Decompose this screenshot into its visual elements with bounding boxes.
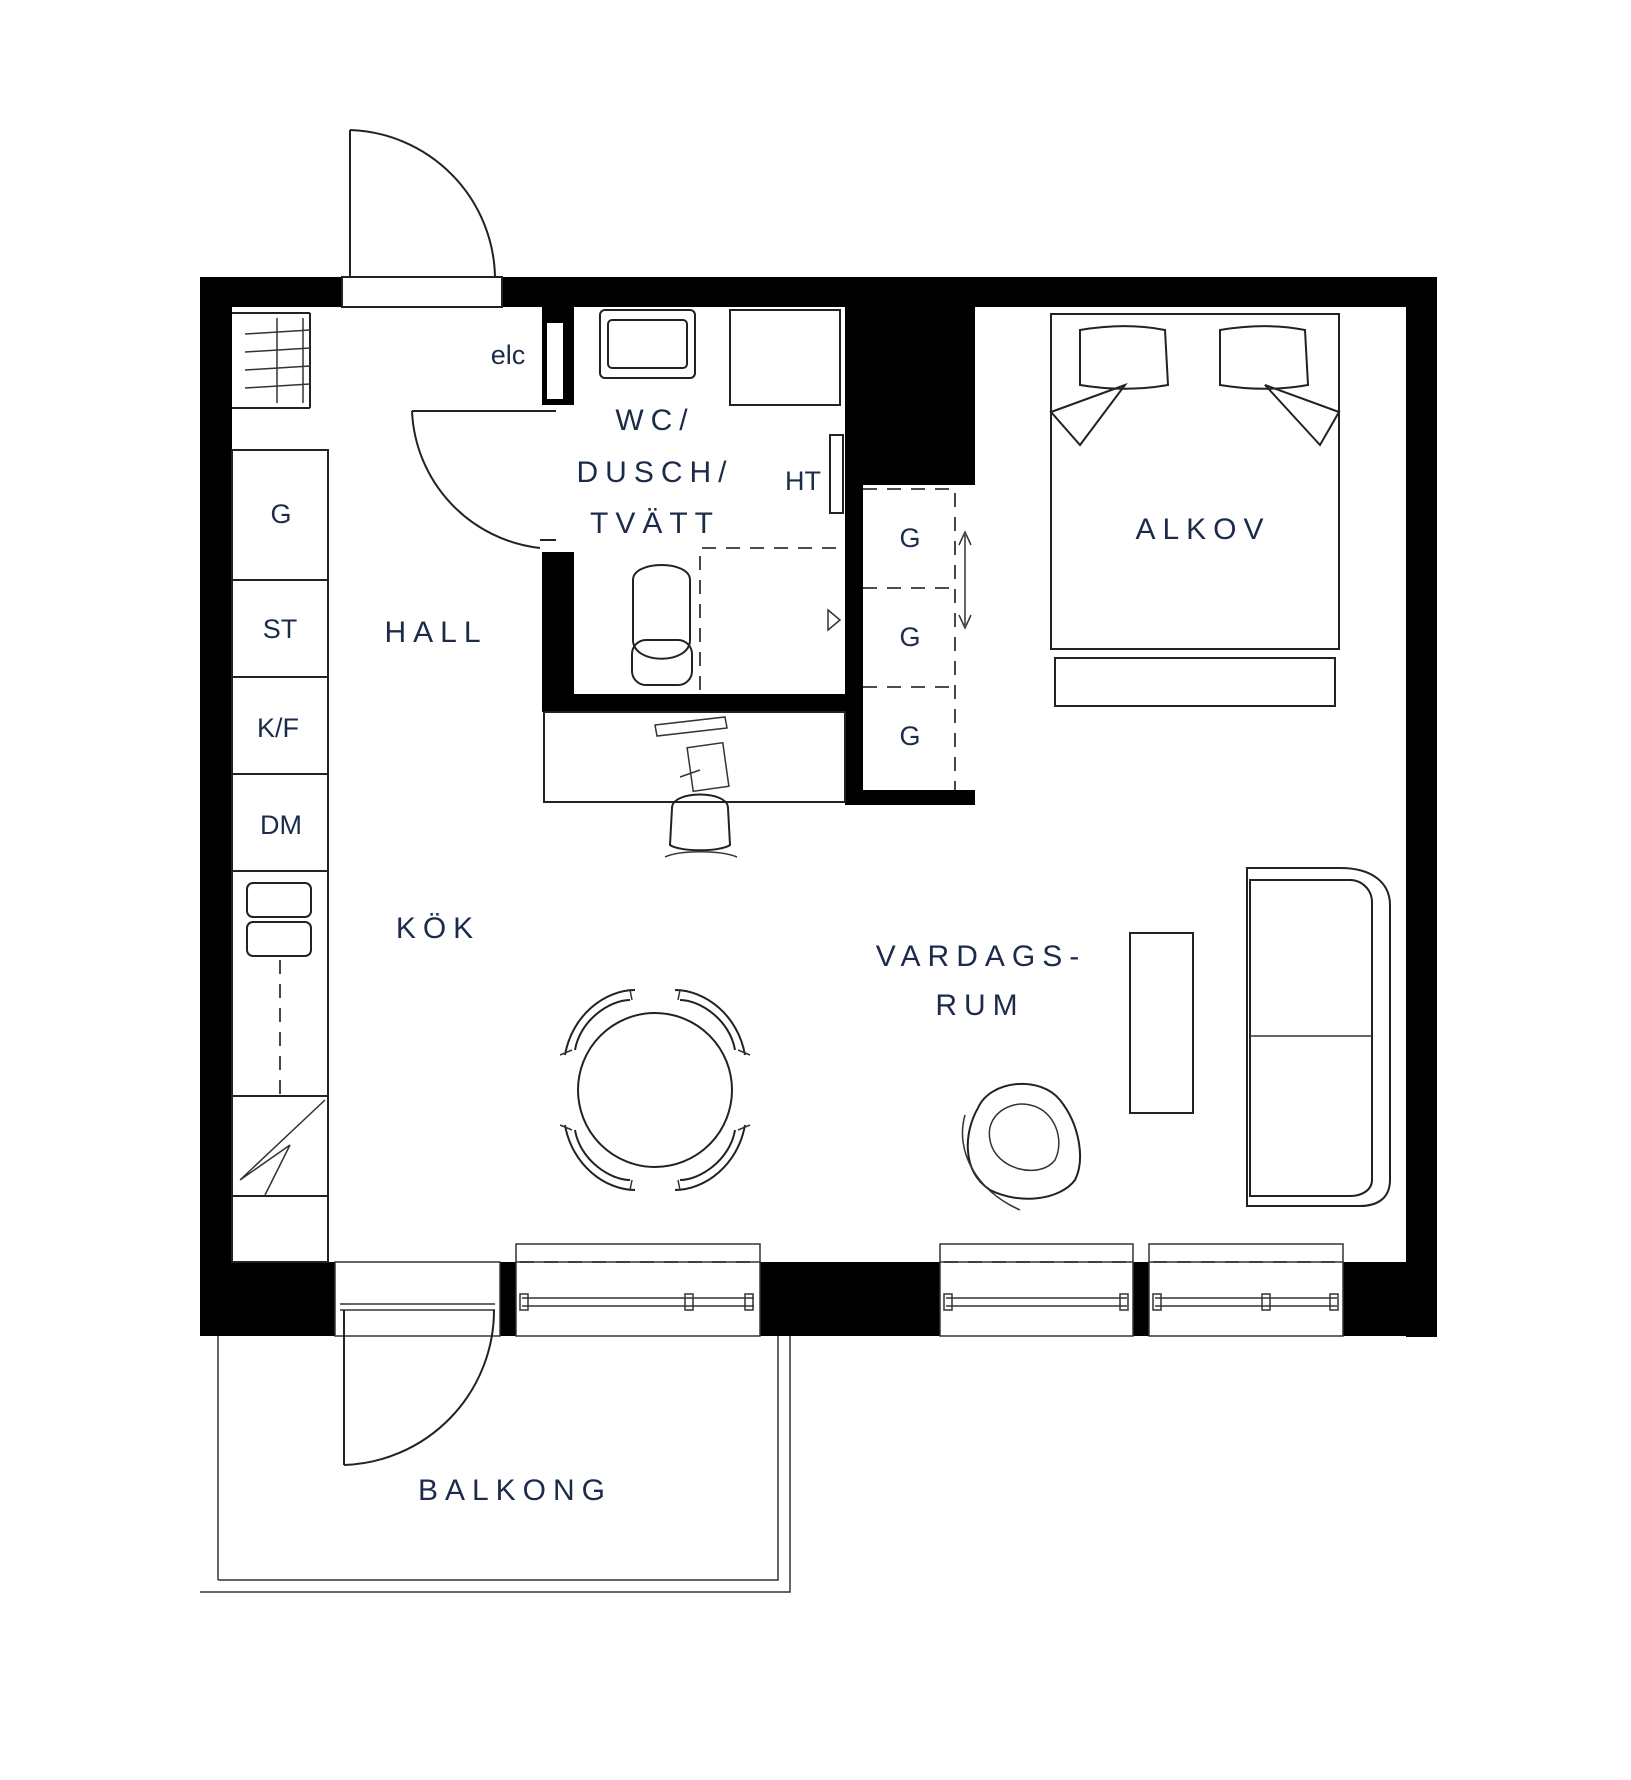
bathroom-door-icon bbox=[411, 410, 556, 549]
room-labels: HALL KÖK WC/ DUSCH/ TVÄTT ALKOV VARDAGS-… bbox=[384, 404, 1270, 1507]
window-icon bbox=[1148, 1243, 1344, 1337]
label-wardrobe-3: G bbox=[899, 721, 920, 751]
desk-icon bbox=[543, 711, 846, 803]
room-label-kok: KÖK bbox=[396, 912, 480, 945]
sofa-icon bbox=[1246, 867, 1391, 1207]
dining-chair-icon bbox=[674, 1124, 751, 1191]
dining-chair-icon bbox=[559, 989, 636, 1056]
round-dining-table-icon bbox=[577, 1012, 733, 1168]
coffee-table-icon bbox=[1129, 932, 1194, 1114]
sink-icon bbox=[246, 882, 312, 957]
arrow-icon bbox=[958, 530, 972, 630]
wardrobe bbox=[863, 488, 956, 790]
dining-chair-icon bbox=[674, 989, 751, 1056]
label-wardrobe-2: G bbox=[899, 622, 920, 652]
radiator-icon bbox=[829, 434, 844, 514]
kitchen-counter bbox=[231, 449, 329, 1263]
label-kitchen-st: ST bbox=[263, 614, 298, 644]
label-kitchen-g: G bbox=[270, 499, 291, 529]
room-label-vardagsrum-line2: RUM bbox=[935, 989, 1024, 1022]
shelf-icon bbox=[232, 312, 311, 409]
inner-walls bbox=[542, 307, 975, 805]
room-label-alkov: ALKOV bbox=[1135, 513, 1270, 546]
room-label-balkong: BALKONG bbox=[418, 1474, 612, 1507]
dining-chair-icon bbox=[559, 1124, 636, 1191]
window-icon bbox=[939, 1243, 1134, 1337]
double-bed-icon bbox=[1049, 313, 1341, 707]
balcony-door-icon bbox=[334, 1261, 501, 1466]
window-icon bbox=[515, 1243, 761, 1337]
outer-walls bbox=[200, 277, 1437, 1337]
armchair-icon bbox=[961, 1082, 1081, 1211]
entrance-door-icon bbox=[341, 129, 503, 308]
label-wardrobe-1: G bbox=[899, 523, 920, 553]
balcony-railing bbox=[200, 1336, 791, 1593]
label-kitchen-dm: DM bbox=[260, 810, 302, 840]
label-ht: HT bbox=[785, 466, 821, 496]
room-label-hall: HALL bbox=[384, 616, 487, 649]
shower-area-icon bbox=[699, 547, 842, 690]
room-label-wc-line1: WC/ bbox=[615, 404, 694, 437]
label-elc: elc bbox=[491, 340, 526, 370]
fixture-labels: elc HT G ST K/F DM G G G bbox=[257, 340, 921, 840]
room-label-vardagsrum-line1: VARDAGS- bbox=[876, 940, 1086, 973]
label-kitchen-kf: K/F bbox=[257, 713, 299, 743]
washbasin-icon bbox=[599, 309, 696, 379]
room-label-wc-line3: TVÄTT bbox=[590, 507, 720, 540]
desk-chair-icon bbox=[664, 793, 738, 858]
room-label-wc-line2: DUSCH/ bbox=[576, 456, 733, 489]
kitchen-diagonal-mark bbox=[239, 1099, 326, 1196]
washer-icon bbox=[729, 309, 841, 406]
toilet-icon bbox=[631, 564, 693, 686]
